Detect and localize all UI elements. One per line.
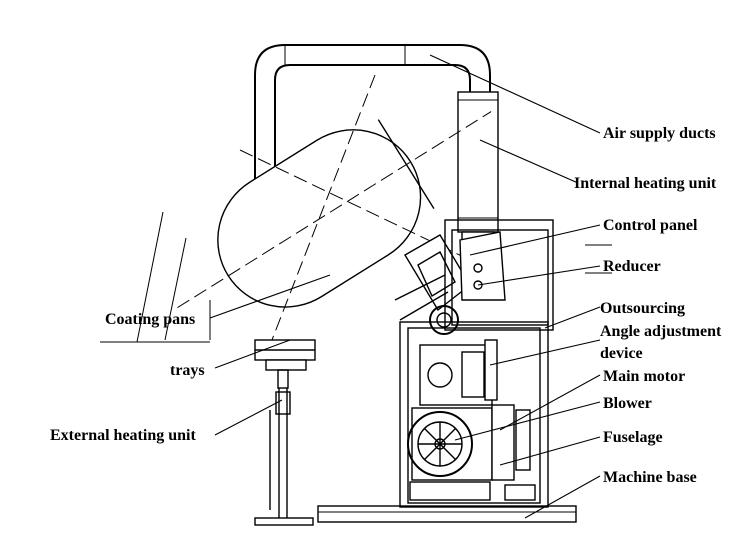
air-supply-duct <box>254 44 491 295</box>
machine-base <box>317 505 577 523</box>
label-external-heating-unit: External heating unit <box>50 427 196 444</box>
coating-pan <box>100 74 492 346</box>
label-main-motor: Main motor <box>603 368 685 385</box>
fuselage-frame <box>399 305 549 508</box>
pan-neck <box>394 234 471 321</box>
label-outsourcing: Outsourcing <box>600 300 685 317</box>
label-air-supply-ducts: Air supply ducts <box>603 125 716 142</box>
label-internal-heating-unit: Internal heating unit <box>574 175 717 192</box>
label-coating-pans: Coating pans <box>105 311 195 328</box>
label-fuselage: Fuselage <box>603 429 663 446</box>
tray-stand <box>254 339 316 526</box>
label-control-panel: Control panel <box>603 217 698 234</box>
label-angle-adjustment-2: device <box>600 345 643 362</box>
leader-lines <box>209 54 601 519</box>
label-trays: trays <box>170 362 205 379</box>
label-reducer: Reducer <box>603 258 661 275</box>
label-blower: Blower <box>603 395 652 412</box>
label-machine-base: Machine base <box>603 469 697 486</box>
label-angle-adjustment-1: Angle adjustment <box>600 323 722 340</box>
